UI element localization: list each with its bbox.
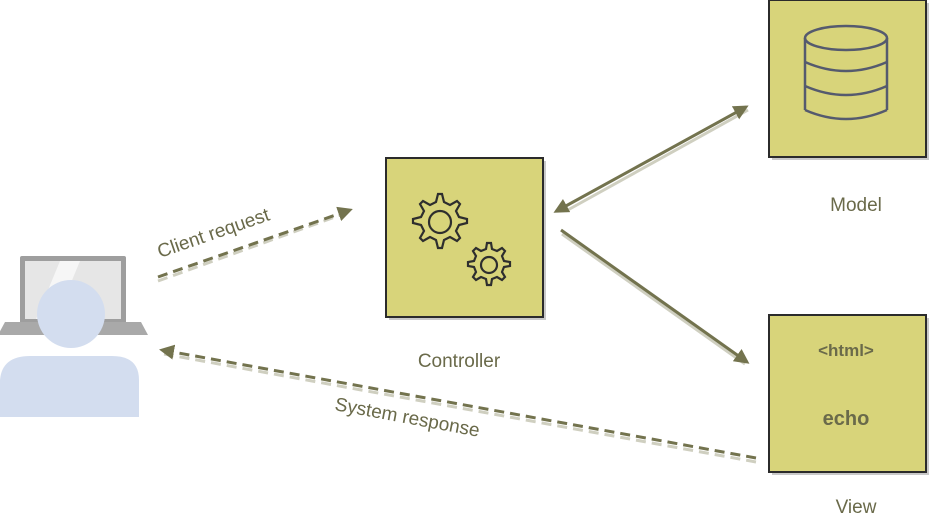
system-response-arrow: [159, 344, 757, 464]
client-request-label: Client request: [155, 204, 273, 262]
model-box: [768, 0, 927, 158]
view-box: [768, 314, 927, 473]
user-at-laptop-icon: [0, 256, 148, 417]
person-head: [37, 280, 105, 348]
gears-icon: [411, 192, 512, 287]
controller-view-arrow: [560, 228, 750, 366]
controller-model-arrow: [553, 105, 749, 213]
controller-box: [385, 157, 544, 318]
model-label: Model: [830, 195, 882, 216]
database-icon: [803, 24, 889, 121]
view-label: View: [836, 497, 877, 518]
controller-node: [385, 157, 546, 320]
model-node: [768, 0, 929, 160]
view-echo-text: echo: [823, 408, 870, 430]
system-response-label: System response: [333, 394, 481, 441]
person-body: [0, 356, 139, 417]
client-request-arrow: [157, 206, 353, 283]
view-node: <html> echo: [768, 314, 929, 475]
controller-label: Controller: [418, 351, 501, 372]
view-html-text: <html>: [818, 341, 874, 360]
